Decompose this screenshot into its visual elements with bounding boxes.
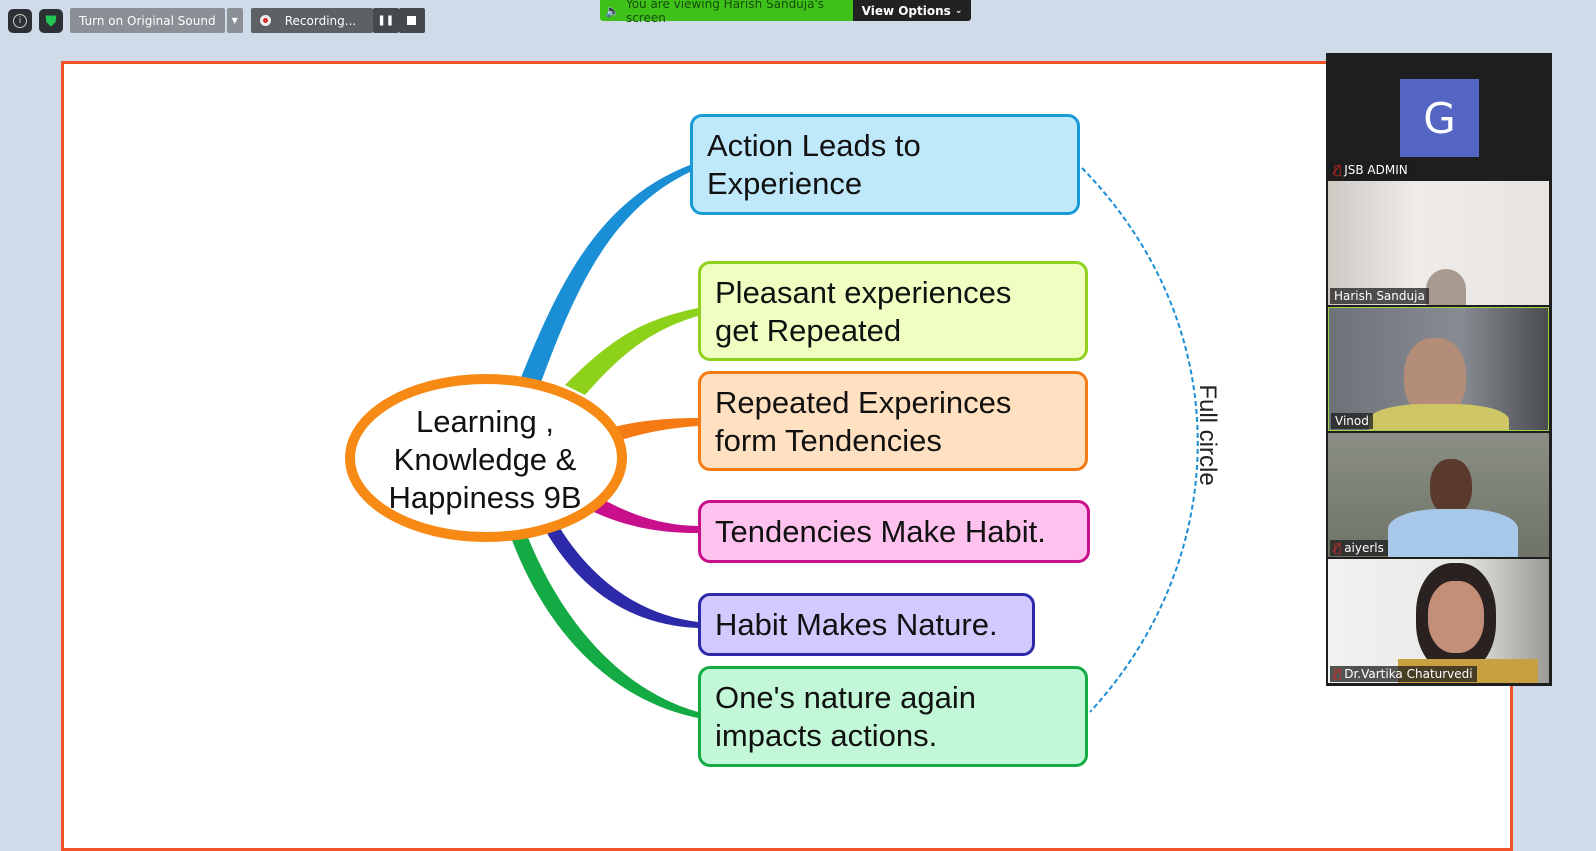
- record-icon: [259, 15, 271, 26]
- branch-nature: [510, 530, 698, 718]
- info-button[interactable]: i: [8, 8, 32, 33]
- security-button[interactable]: ⛊: [39, 8, 63, 33]
- recording-status: Recording...: [250, 8, 373, 33]
- full-circle-arc: [1081, 167, 1199, 713]
- stop-recording-button[interactable]: [398, 8, 425, 33]
- view-options-button[interactable]: View Options⌄: [853, 0, 971, 21]
- node-tendencies: Tendencies Make Habit.: [698, 500, 1090, 563]
- video-feed: [1426, 269, 1466, 305]
- participant-tile[interactable]: 🎙̸aiyerls: [1328, 433, 1549, 557]
- muted-mic-icon: 🎙̸: [1334, 541, 1342, 555]
- center-node: Learning , Knowledge & Happiness 9B: [388, 404, 582, 515]
- screen-share-banner: 🔈You are viewing Harish Sanduja's screen…: [600, 0, 971, 25]
- node-habit: Habit Makes Nature.: [698, 593, 1035, 656]
- center-node-ring: [345, 374, 627, 542]
- branch-habit: [545, 520, 698, 628]
- branch-repeated: [610, 418, 698, 442]
- participant-tile[interactable]: G 🎙̸JSB ADMIN: [1328, 55, 1549, 179]
- muted-mic-icon: 🎙̸: [1334, 667, 1342, 681]
- participant-tile[interactable]: 🎙̸Dr.Vartika Chaturvedi: [1328, 559, 1549, 683]
- branch-pleasant: [565, 308, 698, 395]
- participant-gallery: G 🎙̸JSB ADMIN Harish Sanduja Vinod 🎙̸aiy…: [1326, 53, 1552, 686]
- branch-action: [520, 165, 690, 385]
- info-icon: i: [13, 13, 27, 28]
- muted-mic-icon: 🎙̸: [1334, 163, 1342, 177]
- full-circle-label: Full circle: [1194, 384, 1221, 485]
- chevron-down-icon: ▼: [231, 16, 238, 25]
- chevron-down-icon: ⌄: [954, 5, 963, 16]
- participant-tile[interactable]: Harish Sanduja: [1328, 181, 1549, 305]
- shield-icon: ⛊: [45, 11, 57, 30]
- toolbar: i ⛊ Turn on Original Sound ▼ Recording..…: [8, 8, 425, 33]
- original-sound-dropdown[interactable]: ▼: [226, 8, 243, 33]
- pause-icon: ❚❚: [377, 15, 395, 26]
- original-sound-button[interactable]: Turn on Original Sound: [70, 8, 225, 33]
- stop-icon: [407, 16, 417, 25]
- pause-recording-button[interactable]: ❚❚: [372, 8, 399, 33]
- speaker-icon: 🔈: [605, 3, 620, 18]
- video-feed: [1430, 459, 1472, 515]
- participant-tile[interactable]: Vinod: [1328, 307, 1549, 431]
- avatar: G: [1400, 79, 1479, 157]
